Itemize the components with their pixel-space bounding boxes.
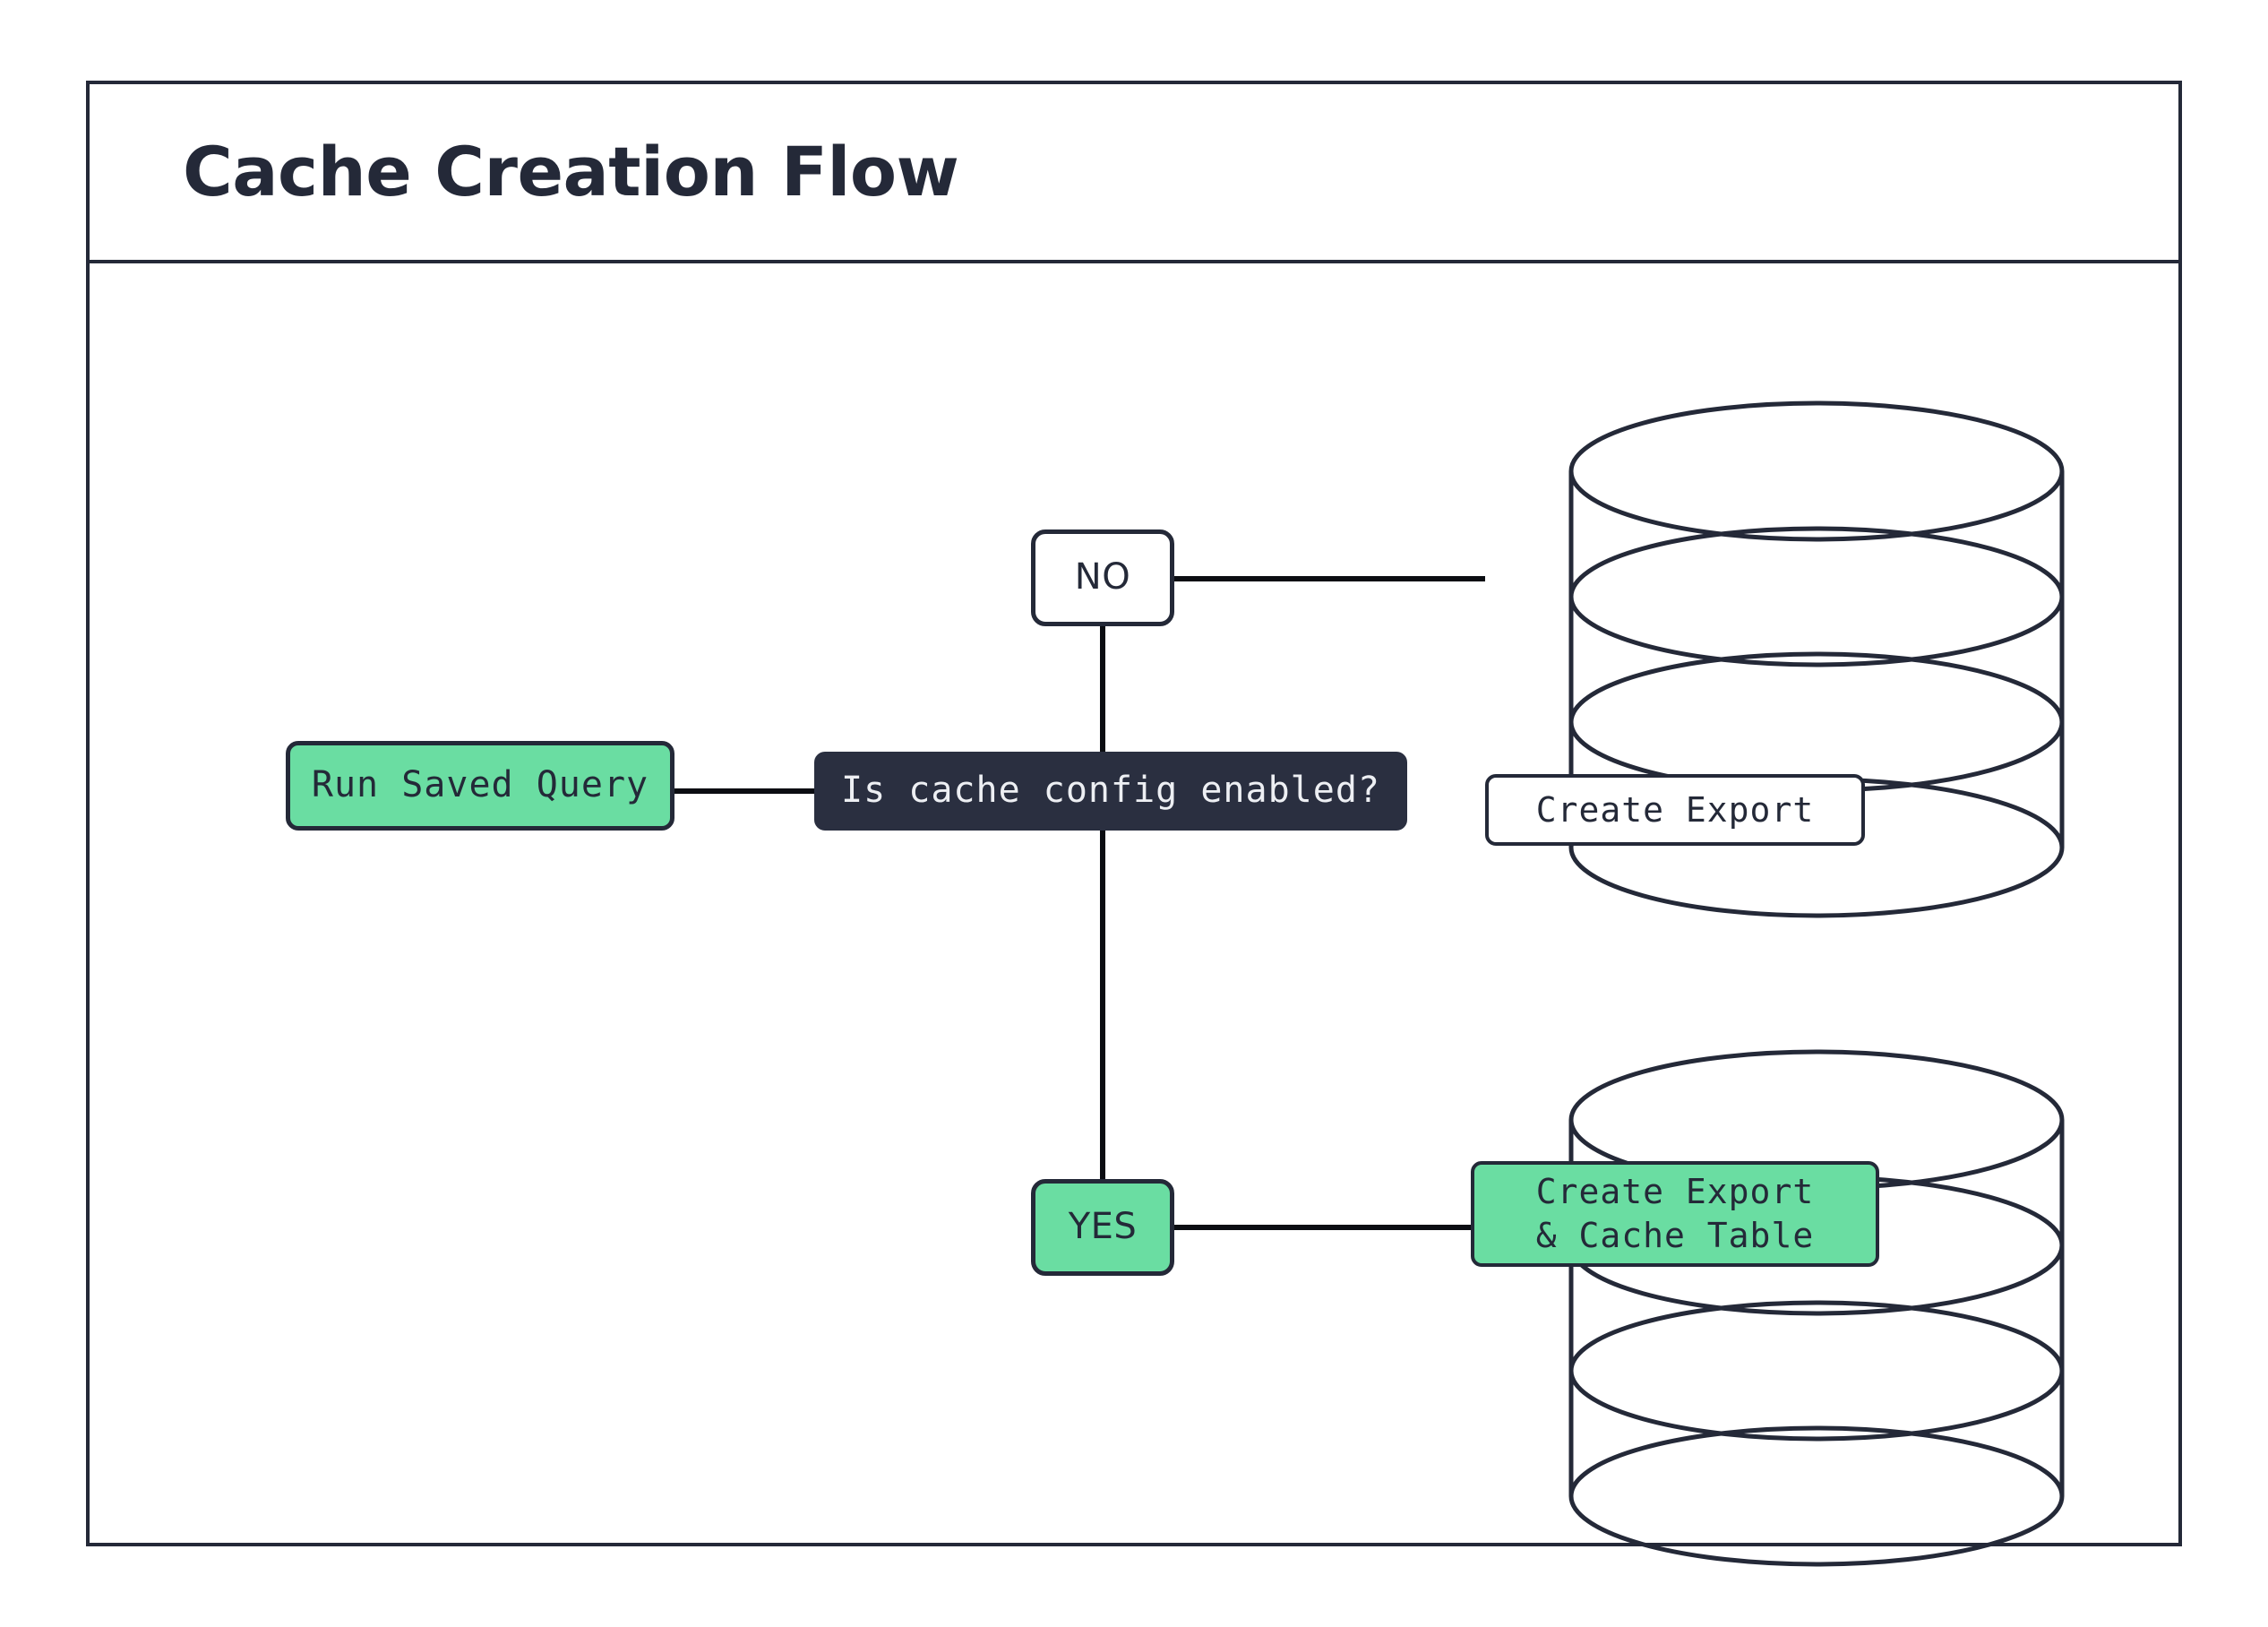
database-cylinder-bottom	[1568, 1049, 2065, 1567]
node-create-export-and-cache-table[interactable]: Create Export & Cache Table	[1471, 1161, 1879, 1267]
node-create-export[interactable]: Create Export	[1485, 774, 1865, 846]
node-run-saved-query[interactable]: Run Saved Query	[286, 741, 674, 831]
diagram-frame: Cache Creation Flow	[86, 81, 2182, 1567]
page-title: Cache Creation Flow	[183, 132, 959, 211]
database-shape-layer	[1568, 400, 2065, 1567]
title-bar: Cache Creation Flow	[90, 84, 2178, 263]
branch-label-yes[interactable]: YES	[1031, 1179, 1174, 1276]
flow-canvas: Run Saved Query Is cache config enabled?…	[90, 263, 2178, 1567]
node-decision-cache-config[interactable]: Is cache config enabled?	[814, 752, 1407, 831]
branch-label-no[interactable]: NO	[1031, 529, 1174, 626]
edge-layer	[674, 576, 1485, 1230]
